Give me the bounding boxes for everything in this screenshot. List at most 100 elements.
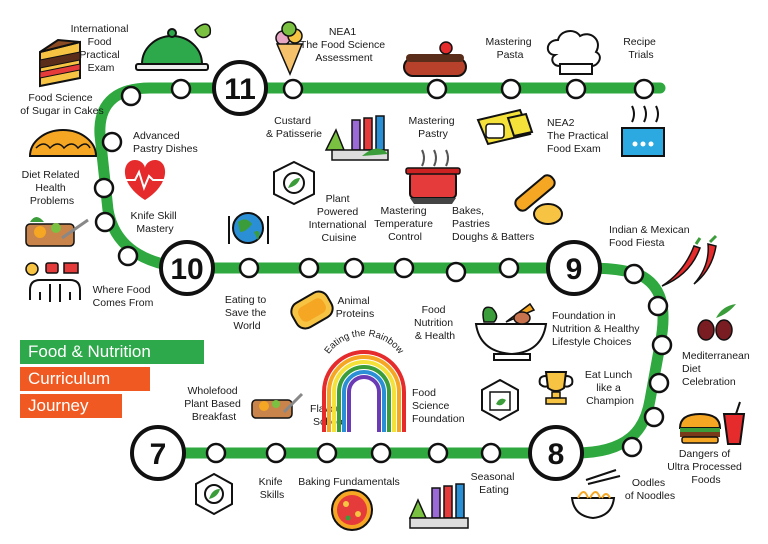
stop-recipe-trials[interactable] bbox=[633, 78, 655, 100]
track-stops bbox=[93, 78, 673, 464]
stop-baking[interactable] bbox=[370, 442, 392, 464]
label-wholefood: Wholefood Plant Based Breakfast bbox=[184, 385, 244, 423]
stop-lunch[interactable] bbox=[648, 372, 670, 394]
title-food-nutrition: Food & Nutrition bbox=[20, 340, 204, 364]
water-bath-icon bbox=[621, 105, 665, 157]
cooking-pot-icon bbox=[405, 149, 461, 204]
label-save-world: Eating to Save the World bbox=[225, 294, 269, 332]
label-upf: Dangers of Ultra Processed Foods bbox=[667, 448, 745, 486]
title-curriculum: Curriculum bbox=[20, 367, 150, 391]
stop-pasta[interactable] bbox=[500, 78, 522, 100]
stop-seasonal[interactable] bbox=[480, 442, 502, 464]
stop-advanced-pastry[interactable] bbox=[101, 131, 123, 153]
year-10-label: 10 bbox=[170, 253, 203, 286]
noodle-bowl-icon bbox=[570, 469, 621, 520]
year-7-label: 7 bbox=[150, 438, 167, 471]
label-diet-health: Diet Related Health Problems bbox=[22, 169, 83, 207]
steak-icon bbox=[290, 290, 334, 330]
burger-drink-icon bbox=[678, 401, 746, 445]
label-mastering-pasta: Mastering Pasta bbox=[485, 36, 534, 61]
title-journey: Journey bbox=[20, 394, 122, 418]
label-lunch: Eat Lunch like a Champion bbox=[585, 369, 635, 407]
plant-plate-icon bbox=[273, 160, 315, 206]
label-food-science-foundation: Food Science Foundation bbox=[412, 387, 465, 425]
lab-flasks-icon bbox=[408, 483, 469, 529]
heart-pulse-icon bbox=[124, 160, 166, 200]
stop-indian-mexican[interactable] bbox=[623, 263, 645, 285]
year-11-marker[interactable]: 11 bbox=[212, 60, 268, 116]
stop-where-food[interactable] bbox=[117, 245, 139, 267]
stop-diet-health[interactable] bbox=[93, 177, 115, 199]
pizza-icon bbox=[331, 489, 373, 531]
chef-hat-icon bbox=[546, 30, 601, 75]
label-advanced-pastry: Advanced Pastry Dishes bbox=[133, 130, 198, 155]
seasonal-calendar-icon bbox=[481, 378, 519, 422]
label-temperature: Mastering Temperature Control bbox=[374, 205, 436, 243]
stop-save-world[interactable] bbox=[238, 257, 260, 279]
ice-cream-icon bbox=[275, 21, 304, 76]
label-international-exam: International Food Practical Exam bbox=[71, 23, 132, 74]
olives-icon bbox=[697, 304, 736, 341]
lab-flasks-icon bbox=[324, 115, 389, 161]
farm-sources-icon bbox=[25, 262, 81, 302]
year-8-marker[interactable]: 8 bbox=[528, 425, 584, 481]
stop-custard[interactable] bbox=[282, 78, 304, 100]
trophy-icon bbox=[538, 371, 574, 405]
label-knife-skills: Knife Skills bbox=[259, 476, 286, 501]
stop-upf[interactable] bbox=[643, 406, 665, 428]
stop-temperature[interactable] bbox=[393, 257, 415, 279]
label-foundation: Foundation in Nutrition & Healthy Lifest… bbox=[552, 310, 642, 348]
stop-knife-skills[interactable] bbox=[265, 442, 287, 464]
stop-mediterranean[interactable] bbox=[651, 334, 673, 356]
plant-plate-icon bbox=[195, 472, 233, 516]
stop-animal-proteins[interactable] bbox=[343, 257, 365, 279]
stop-nutrition-health[interactable] bbox=[445, 261, 467, 283]
label-nutrition-health: Food Nutrition & Health bbox=[414, 304, 456, 342]
year-9-label: 9 bbox=[566, 253, 583, 286]
stop-food-science-foundation[interactable] bbox=[427, 442, 449, 464]
stop-sugar-cakes[interactable] bbox=[120, 85, 142, 107]
stop-noodles[interactable] bbox=[621, 436, 643, 458]
stop-wholefood[interactable] bbox=[205, 442, 227, 464]
globe-cutlery-icon bbox=[228, 212, 269, 244]
stop-international-exam[interactable] bbox=[170, 78, 192, 100]
label-nea1: NEA1 The Food Science Assessment bbox=[300, 26, 388, 64]
label-mediterranean: Mediterranean Diet Celebration bbox=[682, 350, 753, 388]
label-oodles: Oodles of Noodles bbox=[625, 477, 675, 502]
stop-knife-mastery[interactable] bbox=[94, 211, 116, 233]
year-11-label: 11 bbox=[224, 73, 256, 106]
label-recipe-trials: Recipe Trials bbox=[623, 36, 659, 61]
rainbow-icon bbox=[322, 350, 406, 432]
rolling-pin-icon bbox=[514, 174, 563, 225]
year-10-marker[interactable]: 10 bbox=[159, 240, 215, 296]
label-animal-proteins: Animal Proteins bbox=[336, 295, 375, 320]
label-plant-powered: Plant Powered International Cuisine bbox=[309, 193, 370, 244]
stop-pastry[interactable] bbox=[426, 78, 448, 100]
chillies-icon bbox=[661, 234, 718, 287]
kitchen-timer-icon bbox=[476, 108, 534, 146]
label-knife-mastery: Knife Skill Mastery bbox=[130, 210, 179, 235]
year-9-marker[interactable]: 9 bbox=[546, 240, 602, 296]
chopping-board-icon bbox=[25, 217, 89, 247]
year-markers: 7 8 9 10 11 bbox=[130, 60, 602, 481]
topic-labels: International Food Practical Exam Food S… bbox=[20, 23, 753, 502]
year-8-label: 8 bbox=[548, 438, 565, 471]
year-7-marker[interactable]: 7 bbox=[130, 425, 186, 481]
chopping-board-icon bbox=[251, 392, 304, 419]
label-mastering-pastry: Mastering Pastry bbox=[408, 115, 457, 140]
stop-plant-powered[interactable] bbox=[298, 257, 320, 279]
eclair-icon bbox=[403, 41, 467, 77]
icons bbox=[25, 21, 746, 531]
stop-flavour[interactable] bbox=[316, 442, 338, 464]
label-indian-mexican: Indian & Mexican Food Fiesta bbox=[609, 224, 692, 249]
label-seasonal: Seasonal Eating bbox=[471, 471, 518, 496]
label-baking-fundamentals: Baking Fundamentals bbox=[298, 476, 400, 488]
stop-bakes[interactable] bbox=[498, 257, 520, 279]
pasty-icon bbox=[28, 129, 98, 157]
cake-slice-icon bbox=[39, 38, 81, 88]
stop-foundation[interactable] bbox=[647, 295, 669, 317]
mortar-vegetables-icon bbox=[474, 302, 548, 361]
label-bakes: Bakes, Pastries Doughs & Batters bbox=[452, 205, 534, 243]
stop-nea2[interactable] bbox=[565, 78, 587, 100]
